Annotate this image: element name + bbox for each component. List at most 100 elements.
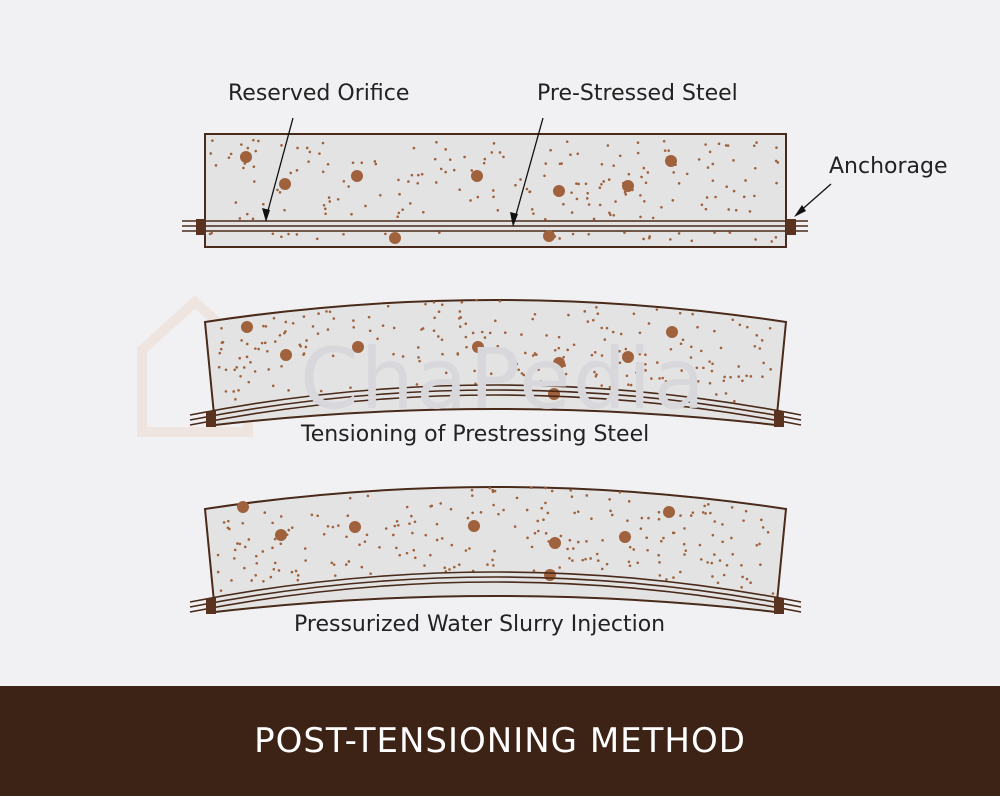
aggregate-dot [697, 380, 700, 383]
aggregate-dot [576, 152, 580, 156]
aggregate-dot [672, 171, 675, 174]
aggregate-dot [573, 511, 576, 515]
aggregate-dot [220, 326, 223, 330]
aggregate-dot [331, 354, 335, 358]
aggregate-dot [655, 308, 659, 311]
aggregate-dot [332, 317, 336, 320]
aggregate-dot [531, 354, 535, 357]
aggregate-dot [249, 360, 252, 364]
aggregate-dot [774, 159, 778, 163]
aggregate-stone [280, 349, 292, 361]
aggregate-dot [304, 559, 307, 562]
aggregate-dot [627, 560, 631, 564]
aggregate-dot [263, 341, 267, 345]
aggregate-dot [492, 142, 496, 145]
aggregate-dot [704, 143, 707, 146]
aggregate-dot [437, 310, 441, 314]
aggregate-dot [299, 344, 302, 348]
aggregate-dot [623, 231, 626, 234]
aggregate-dot [686, 367, 689, 371]
aggregate-dot [729, 375, 732, 379]
aggregate-dot [737, 365, 741, 368]
aggregate-dot [252, 165, 256, 169]
aggregate-dot [520, 333, 523, 336]
aggregate-dot [672, 576, 675, 579]
aggregate-dot [342, 232, 345, 236]
aggregate-dot [741, 575, 744, 579]
aggregate-dot [435, 140, 438, 144]
aggregate-dot [723, 375, 726, 379]
aggregate-dot [701, 511, 705, 514]
aggregate-dot [318, 152, 321, 155]
aggregate-dot [607, 368, 610, 371]
aggregate-dot [305, 146, 309, 150]
aggregate-dot [737, 375, 741, 378]
aggregate-dot [391, 533, 395, 537]
aggregate-dot [264, 325, 268, 328]
footer-banner: POST-TENSIONING METHOD [0, 686, 1000, 796]
aggregate-dot [482, 161, 486, 165]
aggregate-dot [587, 364, 591, 368]
aggregate-dot [685, 172, 689, 176]
aggregate-dot [418, 359, 421, 363]
aggregate-dot [612, 213, 616, 217]
aggregate-dot [708, 381, 712, 385]
anchor-right [774, 411, 784, 427]
aggregate-dot [625, 374, 629, 378]
aggregate-dot [429, 553, 432, 557]
aggregate-dot [209, 152, 213, 155]
aggregate-dot [710, 369, 714, 373]
aggregate-dot [453, 565, 456, 569]
anchor-left [206, 411, 216, 427]
aggregate-dot [646, 171, 650, 174]
aggregate-dot [346, 514, 350, 518]
aggregate-dot [732, 189, 736, 193]
aggregate-dot [439, 167, 443, 171]
aggregate-dot [646, 548, 649, 552]
aggregate-dot [395, 546, 398, 550]
aggregate-dot [326, 162, 330, 166]
aggregate-dot [740, 563, 743, 567]
aggregate-dot [609, 509, 612, 513]
aggregate-dot [492, 503, 495, 507]
aggregate-dot [532, 569, 536, 573]
aggregate-dot [700, 203, 704, 207]
aggregate-dot [261, 550, 265, 553]
aggregate-dot [605, 562, 609, 566]
aggregate-dot [302, 315, 306, 318]
aggregate-dot [677, 182, 681, 185]
aggregate-dot [632, 548, 636, 551]
aggregate-dot [650, 377, 653, 380]
aggregate-dot [636, 561, 640, 565]
aggregate-dot [534, 353, 537, 356]
aggregate-dot [233, 368, 237, 372]
aggregate-dot [744, 179, 747, 182]
aggregate-dot [595, 552, 599, 556]
aggregate-dot [531, 317, 535, 321]
aggregate-stone [543, 230, 555, 242]
aggregate-dot [699, 349, 703, 353]
aggregate-dot [711, 162, 715, 166]
tendon-line [189, 394, 802, 426]
aggregate-dot [704, 207, 708, 211]
aggregate-dot [749, 375, 753, 378]
aggregate-dot [384, 232, 387, 236]
aggregate-dot [618, 154, 622, 158]
aggregate-dot [770, 240, 774, 243]
aggregate-dot [636, 151, 640, 155]
aggregate-dot [260, 341, 264, 345]
aggregate-dot [689, 345, 693, 349]
aggregate-dot [311, 325, 315, 328]
aggregate-dot [336, 197, 340, 201]
aggregate-dot [658, 574, 662, 577]
aggregate-dot [618, 491, 622, 494]
aggregate-dot [544, 501, 547, 505]
aggregate-dot [761, 526, 765, 529]
aggregate-dot [703, 504, 706, 508]
aggregate-dot [310, 513, 314, 517]
aggregate-dot [636, 141, 640, 144]
aggregate-dot [713, 553, 716, 556]
aggregate-stone [619, 531, 631, 543]
aggregate-dot [741, 379, 744, 383]
aggregate-dot [469, 199, 472, 202]
